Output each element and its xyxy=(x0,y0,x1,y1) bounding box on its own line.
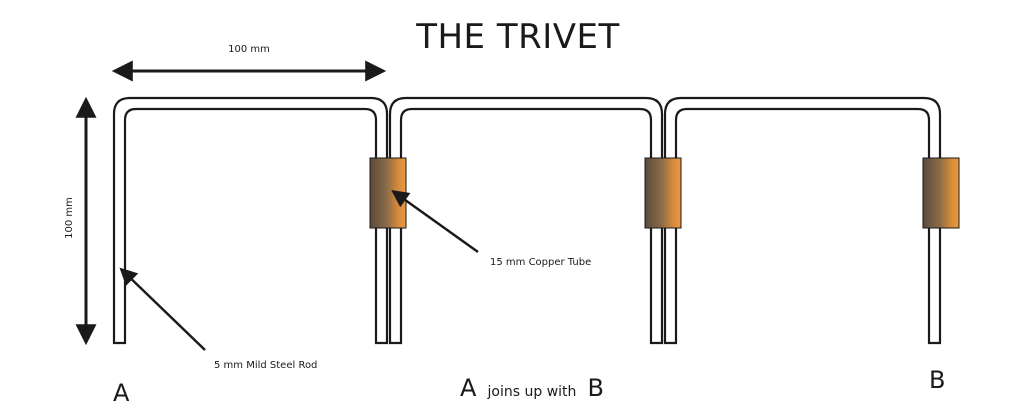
diagram-title: THE TRIVET xyxy=(415,17,620,57)
copper-tube-1 xyxy=(369,157,407,229)
join-note-middle: joins up with xyxy=(487,384,577,400)
tube-callout-arrow xyxy=(391,189,479,254)
rod-label: 5 mm Mild Steel Rod xyxy=(214,360,317,371)
copper-tube-2 xyxy=(644,157,682,229)
join-note-end: B xyxy=(587,374,603,402)
rod-segment-1 xyxy=(112,96,389,345)
rod-segment-3 xyxy=(663,96,942,345)
end-label-a: A xyxy=(113,379,130,407)
dimension-horizontal-label: 100 mm xyxy=(228,44,270,55)
join-note: A joins up with B xyxy=(460,374,604,402)
end-label-b: B xyxy=(929,366,945,394)
join-note-start: A xyxy=(460,374,477,402)
rod-callout-arrow xyxy=(119,267,206,351)
rod-segment-2 xyxy=(388,96,664,345)
copper-tube-3 xyxy=(922,157,960,229)
tube-label: 15 mm Copper Tube xyxy=(490,257,591,268)
dimension-vertical-label: 100 mm xyxy=(64,197,75,239)
